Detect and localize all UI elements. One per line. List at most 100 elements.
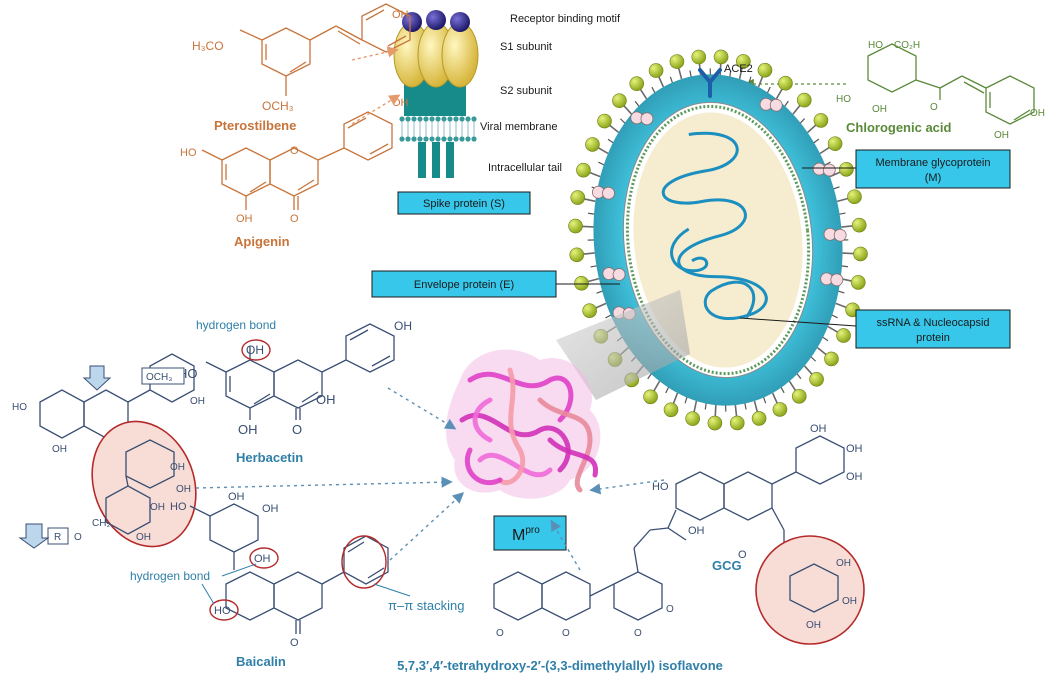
herbacetin-oh-top: OH [246,343,264,357]
surface-spike-ball [751,411,767,426]
sugar-oh-3: OH [150,502,165,513]
baicalin-o: O [290,637,299,649]
lipid-head [405,136,411,142]
envelope-protein-sphere [833,228,847,242]
label-s2-subunit: S2 subunit [500,85,552,97]
surface-spike-ball [757,62,773,78]
pterostilbene-structure [239,3,411,96]
mpro-label-main: M [512,527,525,544]
spike-protein-box: Spike protein (S) [397,191,531,215]
surface-spike-ball [809,372,824,387]
ssrna-line2: protein [916,332,950,344]
mpro-ribbon [477,452,553,478]
surface-spike-ball [796,92,812,108]
surface-spike-ball [847,189,862,205]
sugar-ch2: CH₂ [92,518,110,529]
ssrna-line1: ssRNA & Nucleocapsid [876,317,989,329]
herbacetin-structure [205,323,395,420]
lipid-head [435,136,441,142]
baicalin-ho: HO [170,501,187,513]
envelope-protein-sphere [612,268,626,281]
gcg-oh-right-2: OH [846,471,863,483]
surface-spike-ball [582,303,597,318]
surface-spike-ball [736,54,751,69]
lipid-head [441,116,447,122]
chlorogenic-oh-1: OH [872,104,887,115]
label-viral-membrane: Viral membrane [480,121,557,133]
label-pterostilbene: Pterostilbene [214,118,296,133]
arrow-isoflavone-to-mpro [550,519,581,571]
baicalin-oh-3: OH [254,553,271,565]
pi-stacking-highlight [341,535,387,589]
lipid-head [465,136,471,142]
sugar-oh-1: OH [170,462,185,473]
surface-spike-ball [851,217,867,233]
surface-spike-ball [663,402,679,418]
envelope-protein-sphere [769,98,783,112]
pterostilbene-oh: OH [392,9,409,21]
surface-spike-ball [850,275,866,290]
lipid-head [411,116,417,122]
apigenin-structure [201,111,393,210]
herbacetin-oh-right: OH [394,319,412,333]
surface-spike-ball [853,246,868,262]
surface-spike-ball [612,93,627,108]
label-baicalin: Baicalin [236,654,286,669]
arrow-gcg-to-mpro [589,479,665,495]
membrane-glycoprotein-line2: (M) [925,172,942,184]
leader-ssrna [739,317,857,327]
envelope-protein-sphere [830,273,844,287]
herbacetin-o: O [292,422,302,437]
sugar-highlight-ellipse [91,420,197,548]
surface-spike-ball [570,190,586,205]
lipid-head [411,136,417,142]
lipid-head [465,116,471,122]
surface-spike-ball [813,113,829,128]
chlorogenic-ho-2: HO [836,94,851,105]
surface-spike-ball [685,411,700,426]
surface-spike-ball [585,137,600,152]
lipid-head [447,136,453,142]
s1-bulb [441,22,479,88]
surface-spike-ball [827,136,843,151]
lipid-head [453,116,459,122]
label-ace2: ACE2 [724,63,753,75]
baicalin-oh-highlight [249,547,279,569]
glycoside-oh-left: OH [52,444,67,455]
r-group-box: R [47,527,69,545]
galloyl-ring [789,563,839,613]
surface-spike-ball [568,218,583,234]
r-group-o: O [74,532,82,543]
lipid-head [417,136,423,142]
isoflavone-structure [493,509,687,621]
surface-spike-ball [836,328,851,343]
mpro-ribbon [547,437,598,478]
chlorogenic-acid-structure [867,43,1035,125]
galloyl-oh-1: OH [836,558,851,569]
arrow-pterostilbene-to-spike [351,46,399,61]
label-gcg: GCG [712,558,742,573]
baicalin-ho-2: HO [214,605,231,617]
surface-spike-ball [643,389,658,405]
mpro-ribbon [497,367,526,486]
lipid-head [429,116,435,122]
membrane-glycoprotein-line1: Membrane glycoprotein [876,157,991,169]
gcg-ho: HO [652,481,669,493]
surface-spike-ball [629,76,645,91]
herbacetin-oh-3: OH [316,392,336,407]
hydrogen-bond-label-top: hydrogen bond [196,318,276,332]
lipid-head [447,116,453,122]
surface-spike-ball [778,75,793,91]
lipid-head [417,116,423,122]
surface-spike-ball [569,247,585,263]
surface-spike-ball [669,54,685,69]
sugar-oh-2: OH [176,484,191,495]
isoflavone-o-3: O [666,604,674,615]
lipid-head [459,136,465,142]
label-isoflavone: 5,7,3′,4′-tetrahydroxy-2′-(3,3-dimethyla… [397,658,723,673]
arrow-baicalin-to-mpro [389,492,465,561]
envelope-protein-sphere [822,163,836,177]
mpro-ribbon [537,397,593,493]
baicalin-ho-highlight [209,599,239,621]
